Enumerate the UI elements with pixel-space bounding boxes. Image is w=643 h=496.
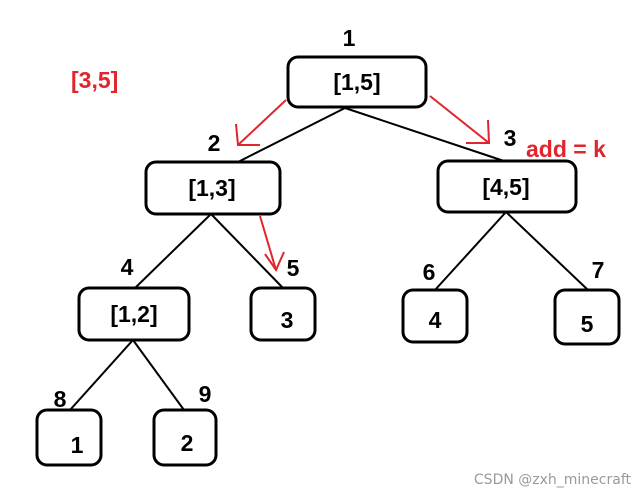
node-index-label: 1 <box>343 25 356 51</box>
edge-2-4 <box>134 213 212 289</box>
edge-2-5 <box>210 213 284 289</box>
node-range-label: [1,2] <box>110 301 157 327</box>
edge-4-8 <box>69 339 134 411</box>
tree-node-1: [1,5] 1 <box>286 25 428 109</box>
node-range-label: 1 <box>71 432 84 458</box>
node-box <box>436 159 578 214</box>
node-box <box>249 286 317 342</box>
tree-node-2: [1,3] 2 <box>144 130 282 216</box>
node-box <box>401 288 469 344</box>
tree-edges <box>69 107 589 411</box>
red-arrow-head-node-3 <box>466 119 491 144</box>
red-arrow-head-node-2 <box>235 123 260 146</box>
node-box <box>152 408 218 467</box>
tree-node-3: [4,5] 3 <box>436 125 578 214</box>
tree-node-8: 1 8 <box>35 386 103 467</box>
edge-1-3 <box>344 107 508 163</box>
node-index-label: 8 <box>54 386 67 412</box>
red-arrow-to-node-3 <box>429 95 490 144</box>
node-index-label: 5 <box>287 255 300 281</box>
update-path-arrows <box>235 95 491 273</box>
node-range-label: [1,5] <box>333 69 380 95</box>
edge-3-7 <box>505 211 589 291</box>
node-index-label: 2 <box>208 130 221 156</box>
tree-node-7: 5 7 <box>553 257 621 346</box>
red-arrow-head-node-5 <box>264 251 285 273</box>
node-index-label: 7 <box>592 257 605 283</box>
query-range-label: [3,5] <box>71 67 118 93</box>
tree-node-6: 4 6 <box>401 259 469 344</box>
node-range-label: 5 <box>581 311 594 337</box>
node-range-label: 2 <box>181 430 194 456</box>
edge-1-2 <box>237 107 346 163</box>
node-index-label: 9 <box>199 381 212 407</box>
node-index-label: 3 <box>504 125 517 151</box>
node-box <box>553 288 621 346</box>
red-arrow-to-node-2 <box>237 99 287 146</box>
node-box <box>286 55 428 109</box>
watermark-text: CSDN @zxh_minecraft <box>474 472 632 488</box>
node-range-label: 4 <box>429 307 442 333</box>
update-operation-label: add = k <box>526 136 606 162</box>
node-box <box>35 408 103 467</box>
edge-3-6 <box>434 211 507 291</box>
node-box <box>77 286 191 342</box>
tree-node-5: 3 5 <box>249 255 317 342</box>
red-arrow-to-node-5 <box>259 215 277 271</box>
edge-4-9 <box>132 339 185 411</box>
node-range-label: [4,5] <box>482 174 529 200</box>
tree-node-4: [1,2] 4 <box>77 254 191 342</box>
node-index-label: 4 <box>121 254 134 280</box>
node-range-label: 3 <box>281 307 294 333</box>
node-range-label: [1,3] <box>188 175 235 201</box>
node-index-label: 6 <box>423 259 436 285</box>
node-box <box>144 160 282 216</box>
tree-node-9: 2 9 <box>152 381 218 467</box>
